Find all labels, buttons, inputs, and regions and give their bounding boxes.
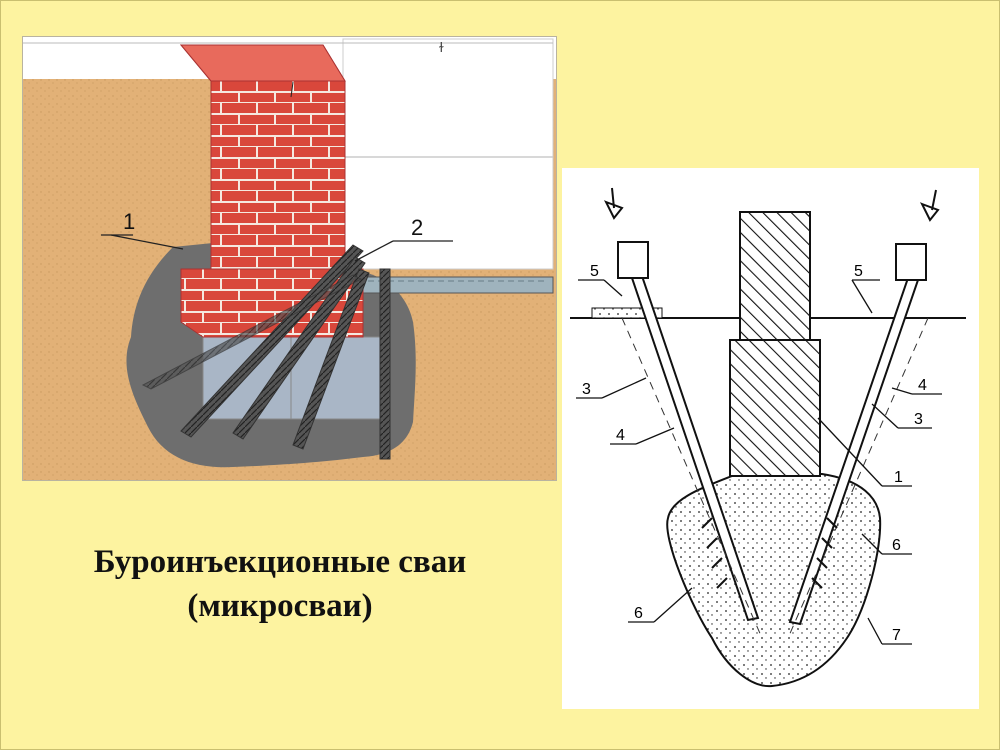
footing xyxy=(729,339,821,477)
brick-foundation-illustration: ɫ 1 2 xyxy=(22,36,557,481)
svg-text:ɫ: ɫ xyxy=(439,39,444,55)
label-4-left: 4 xyxy=(616,427,625,444)
label-4-right: 4 xyxy=(918,377,927,394)
pile-head-right xyxy=(895,243,927,281)
label-5-right: 5 xyxy=(854,263,863,280)
pile-head-left xyxy=(617,241,649,279)
callout-label-1: 1 xyxy=(123,209,135,234)
label-6-right: 6 xyxy=(892,537,901,554)
floor-slab xyxy=(344,276,554,294)
column xyxy=(739,211,811,341)
label-1: 1 xyxy=(894,469,903,486)
caption-line-1: Буроинъекционные сваи xyxy=(93,544,467,580)
micropile-section-drawing: 5 5 3 4 4 3 1 6 6 7 xyxy=(562,168,979,709)
micropile-group xyxy=(141,244,391,460)
label-7: 7 xyxy=(892,627,901,644)
grout-bulb xyxy=(666,473,882,688)
callout-label-2: 2 xyxy=(411,215,423,240)
label-3-right: 3 xyxy=(914,411,923,428)
label-5-left: 5 xyxy=(590,263,599,280)
label-6-left: 6 xyxy=(634,605,643,622)
caption-line-2: (микросваи) xyxy=(187,588,373,624)
label-3-left: 3 xyxy=(582,381,591,398)
wall-face xyxy=(342,38,554,270)
slide-caption: Буроинъекционные сваи (микросваи) xyxy=(40,540,520,628)
